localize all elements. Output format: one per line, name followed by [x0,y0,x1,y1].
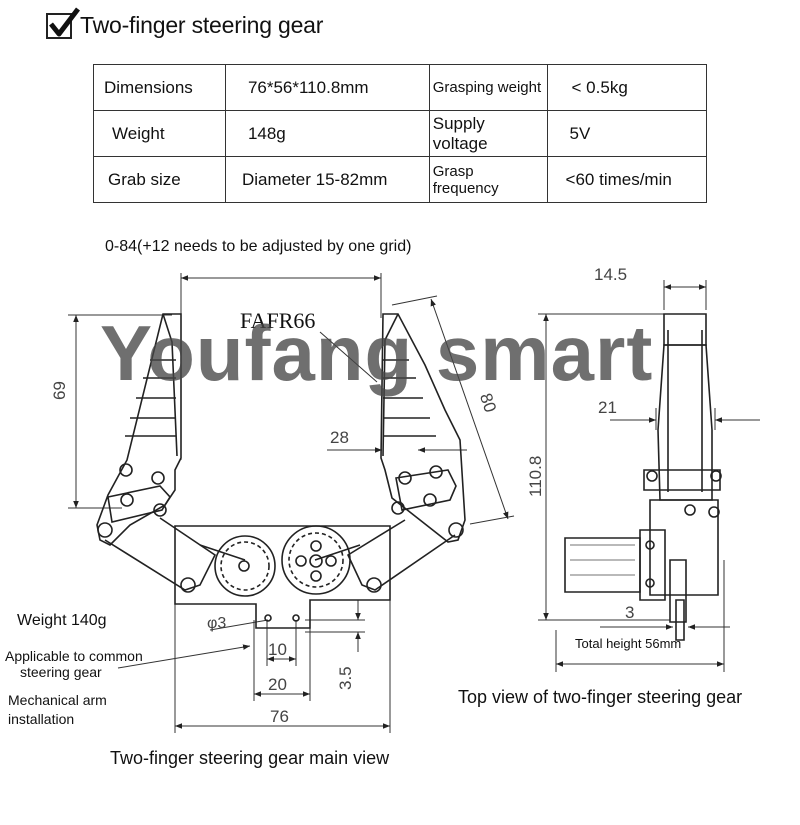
watermark: Youfang smart [100,309,654,397]
dim-3-5-label: 3.5 [336,666,355,690]
header: Two-finger steering gear [46,6,324,39]
specs-table: Dimensions 76*56*110.8mm Grasping weight… [93,64,708,203]
weight-note: Weight 140g [17,612,107,629]
dim-10-label: 10 [268,640,287,659]
table-row: Weight 148g Supply voltage 5V [93,110,708,157]
dim-76-label: 76 [270,707,289,726]
dim-69-label: 69 [50,381,69,400]
page-title: Two-finger steering gear [80,12,324,38]
dim-20-label: 20 [268,675,287,694]
dim-phi3-label: φ3 [207,615,227,632]
gripper-side-view [564,313,722,641]
dim-110-8-label: 110.8 [526,455,545,497]
check-icon [46,6,80,39]
servo-note-line2: steering gear [20,664,102,680]
table-cell: Diameter 15-82mm [224,156,430,203]
table-cell: < 0.5kg [546,64,708,111]
side-view-dimension-lines [538,280,760,672]
dim-21-label: 21 [598,398,617,417]
main-view-caption: Two-finger steering gear main view [110,748,390,768]
table-row: Dimensions 76*56*110.8mm Grasping weight… [93,64,708,111]
table-cell: 5V [546,110,708,157]
main-view-dimension-lines [68,273,515,733]
opening-range-label: 0-84(+12 needs to be adjusted by one gri… [105,238,412,255]
gripper-main-view [96,313,466,629]
table-cell: Dimensions [93,64,226,111]
part-code-label: FAFR66 [240,308,316,333]
side-view-hatching [570,544,635,576]
table-cell: 148g [224,110,430,157]
table-cell: Grasping weight [428,64,548,111]
arm-note-line2: installation [8,711,75,727]
dim-3-label: 3 [625,603,635,622]
table-cell: <60 times/min [546,156,708,203]
side-view-caption: Top view of two-finger steering gear [458,687,743,707]
dim-14-5-label: 14.5 [594,265,628,284]
arm-note-line1: Mechanical arm [8,692,107,708]
total-height-label: Total height 56mm [575,636,682,651]
table-cell: Grasp frequency [428,156,548,203]
table-row: Grab size Diameter 15-82mm Grasp frequen… [93,156,708,203]
table-cell: 76*56*110.8mm [224,64,430,111]
dim-28-label: 28 [330,428,349,447]
table-cell: Supply voltage [428,110,548,157]
servo-note-line1: Applicable to common [5,648,143,664]
table-cell: Grab size [93,156,226,203]
